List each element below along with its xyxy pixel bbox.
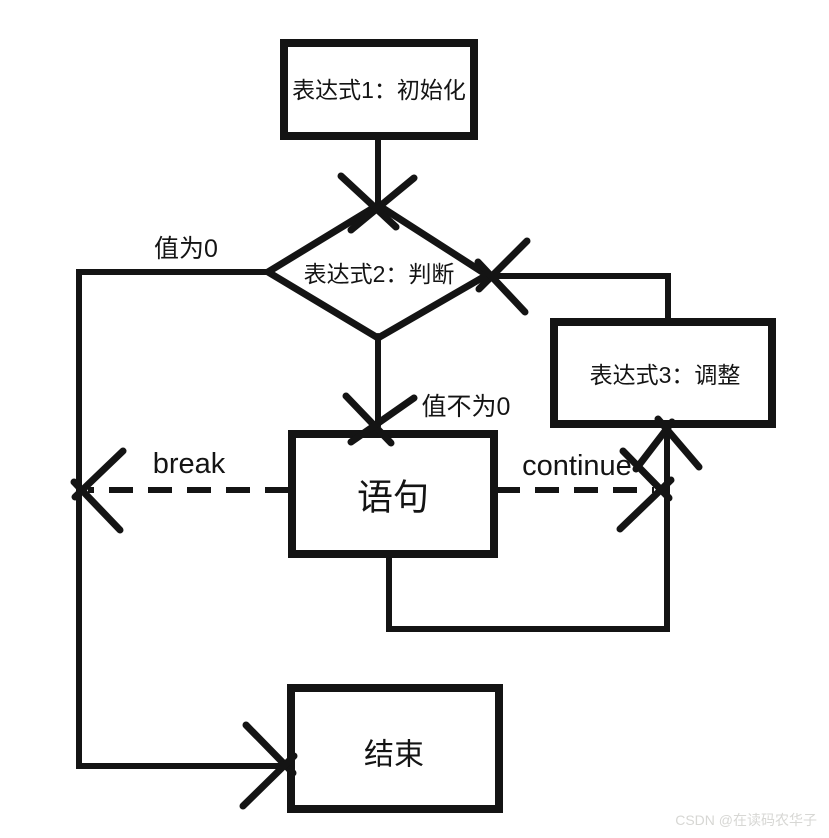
condition-label: 表达式2：判断	[304, 261, 455, 287]
node-shapes	[261, 39, 776, 813]
edge-expression3-to-condition	[493, 273, 671, 326]
labels: 表达式1：初始化 表达式2：判断 表达式3：调整 语句 结束 值为0 值不为0 …	[153, 77, 741, 772]
edge-label-value-zero: 值为0	[154, 235, 218, 263]
expression3-label: 表达式3：调整	[590, 362, 741, 388]
arrowhead-into-statement	[342, 392, 418, 447]
arrowhead-break	[70, 447, 127, 534]
edge-label-continue: continue	[522, 450, 632, 482]
connectors	[76, 134, 671, 769]
arrowhead-into-expression3	[632, 415, 703, 473]
statement-label: 语句	[357, 477, 429, 518]
statement-box	[288, 430, 498, 558]
end-box	[287, 684, 503, 813]
edge-label-break: break	[153, 448, 226, 480]
edge-label-value-nonzero: 值不为0	[422, 393, 511, 421]
arrowhead-continue	[616, 447, 675, 533]
expression1-label: 表达式1：初始化	[292, 77, 466, 103]
edge-statement-to-expression3	[386, 431, 670, 632]
arrowhead-into-condition	[337, 172, 418, 234]
expression3-box	[550, 318, 776, 428]
edge-condition-to-end	[76, 269, 286, 769]
csdn-watermark: CSDN @在读码农华子	[675, 812, 817, 828]
end-label: 结束	[364, 739, 424, 772]
arrowhead-into-end	[239, 721, 298, 810]
arrowheads	[70, 172, 703, 810]
arrowhead-into-condition-right	[474, 237, 531, 316]
